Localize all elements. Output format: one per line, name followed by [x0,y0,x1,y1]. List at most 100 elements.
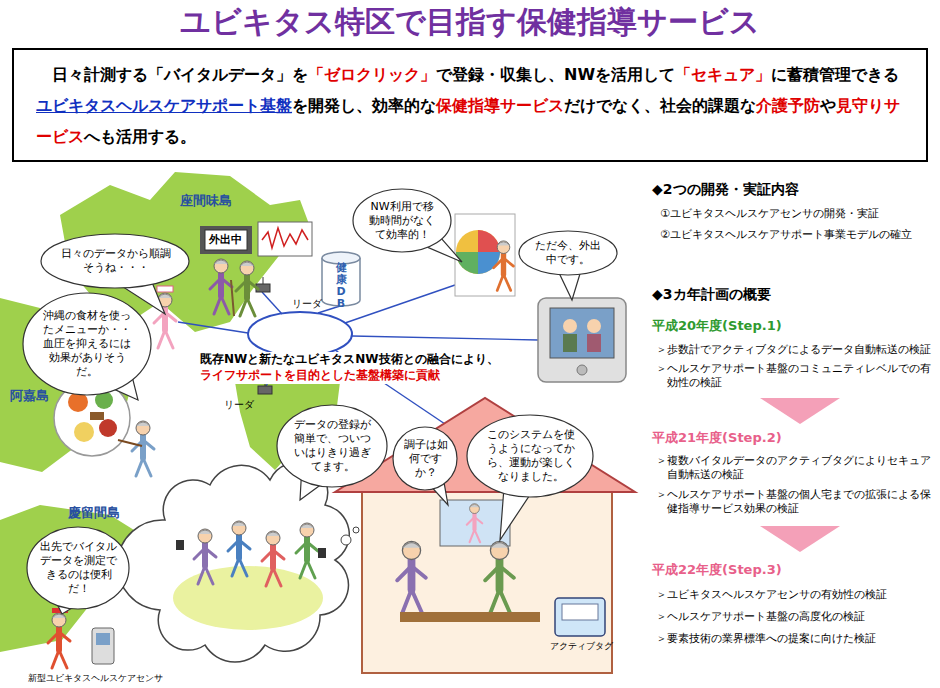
tablet-terminal [538,298,626,382]
house [485,541,514,613]
walking-people [236,261,258,316]
doctor-panel [478,230,500,252]
status-text: 外出中 [209,233,242,247]
speech-bubble: データの登録が簡単で、ついついはりきり過ぎてます。 [276,404,388,488]
list-item: ②ユビキタスヘルスケアサポート事業モデルの確立 [660,228,935,242]
step-heading: 平成21年度(Step.2) [652,430,935,447]
reader-hub [248,312,352,356]
device-label: アクティブタグ [550,641,613,653]
bubble-body: 出先でバイタルデータを測定できるのは便利だ！ [40,540,117,596]
tablet-terminal [538,298,626,382]
reader-hub [248,312,352,356]
summary-text: 日々計測する「バイタルデータ」を「ゼロクリック」で登録・収集し、NWを活用して「… [36,59,908,152]
nurse-figure [157,286,173,292]
dancing-people [318,548,326,558]
device-label: 新型ユビキタスヘルスケアセンサ [28,673,163,685]
step-arrow [760,398,840,552]
bubble-text: NW利用で移動時間がなくて効率的！ [365,200,439,242]
active-tag-device [555,598,605,636]
outing-screen [200,226,252,254]
list-item: ＞歩数計でアクティブタグによるデータ自動転送の検証 [656,343,935,357]
elderly-man [118,421,154,476]
food-plate [99,419,117,437]
child-with-sensor [92,628,114,664]
bubble-body: 調子は如何ですか？ [401,438,450,480]
elderly-man [118,440,142,446]
bubble-ellipse [27,527,129,609]
bubble-ellipse [353,189,451,252]
bubble-text: 出先でバイタルデータを測定できるのは便利だ！ [40,540,117,596]
thought-cloud [353,527,359,533]
child-with-sensor [48,608,114,668]
step-heading: 平成22年度(Step.3) [652,562,935,579]
network-line [345,285,455,323]
highlight-text: 介護予防 [756,96,820,115]
bubble-body: ただ今、外出中です。 [531,239,605,267]
house [467,504,482,543]
tablet-terminal [587,319,601,333]
reader-device [263,277,264,284]
list-item: ＞ヘルスケアサポート基盤の個人宅までの拡張による保健指導サービス効果の検証 [656,488,935,517]
food-plate [90,412,104,420]
bubble-text: 調子は如何ですか？ [401,438,450,480]
reader-label: リーダ [224,398,254,411]
bubble-ellipse [393,427,457,490]
network-note: ライフサポートを目的とした基盤構築に貢献 [198,368,442,384]
step-arrow [760,526,840,552]
child-with-sensor [96,633,110,645]
dancing-people [228,521,250,576]
speech-bubble: 調子は如何ですか？ [392,426,458,491]
bubble-ellipse [23,293,151,395]
highlight-text: 「セキュア」 [675,65,771,84]
house [397,541,426,613]
vital-chart [258,222,312,256]
reader-device [258,386,272,394]
network-line [178,322,248,333]
speech-bubble: 日々のデータから順調そうね・・・ [40,233,190,289]
vital-chart [262,228,308,248]
food-plate [74,422,94,442]
doctor-panel [456,252,478,274]
vital-chart [258,222,312,256]
step-heading: 平成20年度(Step.1) [652,318,935,335]
database-label: 健康DB [333,262,349,310]
outing-screen [200,226,252,254]
highlight-text: ユビキタスヘルスケアサポート基盤 [36,96,292,115]
reader-label: リーダ [292,297,322,310]
section-heading: ◆2つの開発・実証内容 [652,180,935,198]
active-tag-device [562,604,598,620]
elderly-man [132,421,154,476]
list-item: ①ユビキタスヘルスケアセンサの開発・実証 [660,207,935,221]
dancing-people [176,521,326,586]
tablet-terminal [563,319,577,333]
island-name: 慶留間島 [68,505,120,522]
summary-box: 日々計測する「バイタルデータ」を「ゼロクリック」で登録・収集し、NWを活用して「… [12,48,928,162]
tablet-terminal [587,334,601,352]
network-note: 既存NWと新たなユビキタスNW技術との融合により、 [198,352,501,368]
active-tag-device [555,598,605,636]
bubble-ellipse [467,415,593,497]
bubble-ellipse [277,405,387,487]
bubble-text: このシステムを使うようになってから、運動が楽しくなりました。 [483,428,578,484]
list-item: ＞ユビキタスヘルスケアセンサの有効性の検証 [656,588,935,602]
bubble-body: NW利用で移動時間がなくて効率的！ [365,200,439,242]
diagram-title: ユビキタス特区で目指す保健指導サービス [0,2,940,42]
highlight-text: 保健指導サービス [436,96,564,115]
tablet-terminal [550,308,614,358]
thought-cloud [341,535,351,545]
list-item: ＞ヘルスケアサポート基盤のコミュニティレベルでの有効性の検証 [656,362,935,391]
walking-people [210,259,258,316]
dancing-people [262,531,284,586]
speech-bubble: ただ今、外出中です。 [518,230,618,276]
thought-cloud [117,462,359,662]
thought-cloud [117,462,349,662]
network-line [352,336,538,340]
doctor-panel [455,214,515,296]
highlight-text: 「ゼロクリック」 [308,65,436,84]
bubble-tail [559,272,581,300]
list-item: ＞複数バイタルデータのアクティブタグによりセキュア自動転送の検証 [656,454,935,483]
list-item: ＞ヘルスケアサポート基盤の高度化の検証 [656,610,935,624]
outing-screen [205,230,247,250]
island-name: 阿嘉島 [10,388,49,405]
